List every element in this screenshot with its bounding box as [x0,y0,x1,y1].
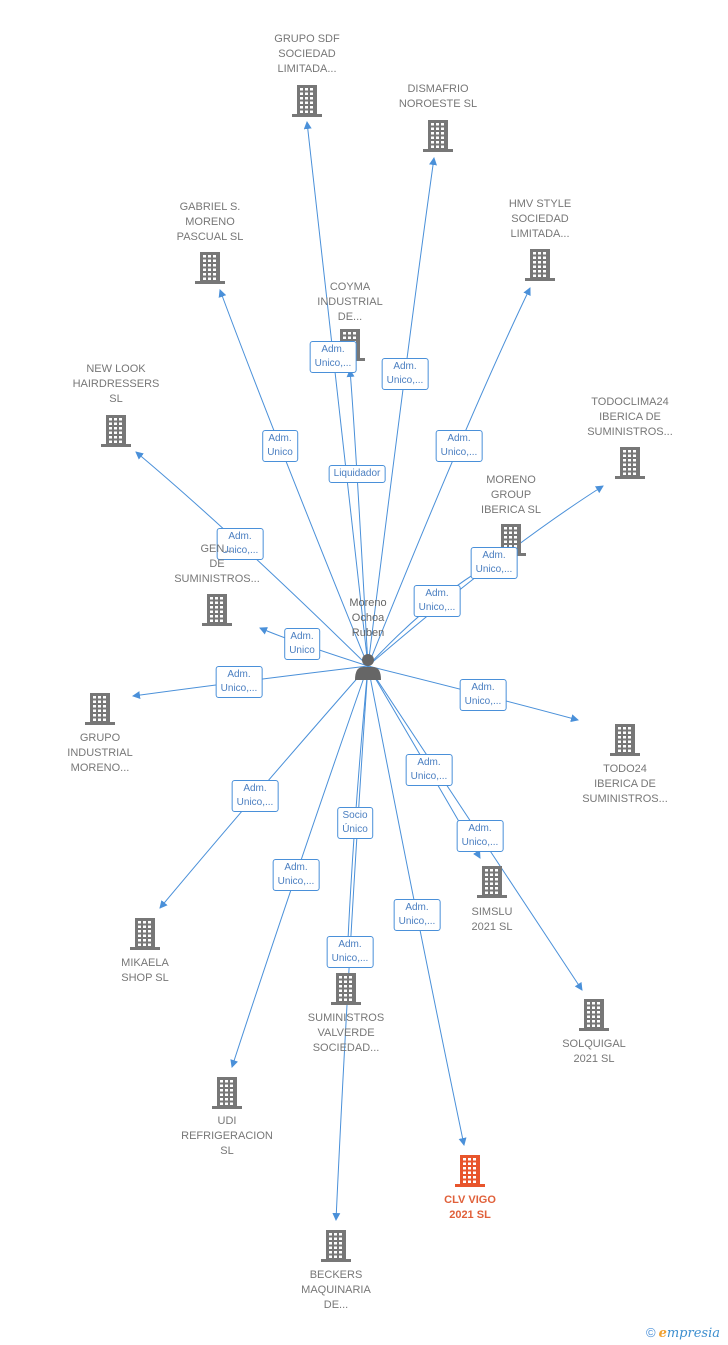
edge-label-dismafrio[interactable]: Adm. Unico,... [381,358,429,390]
company-label-moreno-group[interactable]: MORENO GROUP IBERICA SL [481,474,541,516]
edge-label-udi[interactable]: Adm. Unico,... [272,859,320,891]
company-label-grupo-sdf[interactable]: GRUPO SDF SOCIEDAD LIMITADA... [274,33,340,75]
company-label-gabriel-moreno[interactable]: GABRIEL S. MORENO PASCUAL SL [176,201,244,243]
company-label-mikaela[interactable]: MIKAELA SHOP SL [121,957,169,984]
building-icon[interactable] [477,866,507,898]
building-icon[interactable] [212,1077,242,1109]
company-label-todoclima24[interactable]: TODOCLIMA24 IBERICA DE SUMINISTROS... [587,396,673,438]
company-label-suministros-valverde[interactable]: SUMINISTROS VALVERDE SOCIEDAD... [307,1012,385,1054]
edge-label-mikaela[interactable]: Adm. Unico,... [231,780,279,812]
building-icon[interactable] [615,447,645,479]
edge-label-suministros-valverde[interactable]: Socio Único [337,807,373,839]
edge-label-clv-vigo[interactable]: Adm. Unico,... [393,899,441,931]
building-icon[interactable] [331,973,361,1005]
company-label-beckers[interactable]: BECKERS MAQUINARIA DE... [301,1269,371,1311]
edge-label-todoclima24[interactable]: Adm. Unico,... [470,547,518,579]
edge-grupo-sdf [303,121,369,667]
company-label-new-look[interactable]: NEW LOOK HAIRDRESSERS SL [72,363,160,405]
building-icon[interactable] [321,1230,351,1262]
building-icon[interactable] [423,120,453,152]
company-label-coyma[interactable]: COYMA INDUSTRIAL DE... [317,281,383,323]
empresia-logo: ©empresia [646,1325,720,1341]
edge-label-beckers[interactable]: Adm. Unico,... [326,936,374,968]
brand-initial: e [658,1326,667,1341]
building-icon[interactable] [525,249,555,281]
company-label-clv-vigo[interactable]: CLV VIGO 2021 SL [444,1194,496,1221]
edge-label-hmv-style[interactable]: Adm. Unico,... [435,430,483,462]
company-label-hmv-style[interactable]: HMV STYLE SOCIEDAD LIMITADA... [508,198,572,240]
brand-name: mpresia [666,1326,720,1341]
building-icon[interactable] [610,724,640,756]
edge-label-gabriel-moreno[interactable]: Adm. Unico [262,430,298,462]
edge-label-grupo-sdf[interactable]: Adm. Unico,... [309,341,357,373]
edge-label-new-look[interactable]: Adm. Unico,... [216,528,264,560]
company-label-todo24[interactable]: TODO24 IBERICA DE SUMINISTROS... [582,763,668,805]
building-icon[interactable] [579,999,609,1031]
edge-label-todo24[interactable]: Adm. Unico,... [459,679,507,711]
building-icon[interactable] [101,415,131,447]
company-label-grupo-industrial[interactable]: GRUPO INDUSTRIAL MORENO... [67,732,133,774]
edge-label-grupo-industrial[interactable]: Adm. Unico,... [215,666,263,698]
edge-label-coyma[interactable]: Liquidador [328,465,386,483]
company-label-dismafrio[interactable]: DISMAFRIO NOROESTE SL [398,83,478,110]
building-icon[interactable] [202,594,232,626]
company-label-udi[interactable]: UDI REFRIGERACION SL [181,1115,273,1157]
building-icon[interactable] [292,85,322,117]
building-icon[interactable] [130,918,160,950]
edge-label-general-suministros[interactable]: Adm. Unico [284,628,320,660]
building-icon[interactable] [195,252,225,284]
company-label-solquigal[interactable]: SOLQUIGAL 2021 SL [562,1038,626,1065]
person-icon[interactable] [355,654,381,680]
edge-label-simslu[interactable]: Adm. Unico,... [405,754,453,786]
copyright-symbol: © [645,1325,656,1340]
building-icon[interactable] [455,1155,485,1187]
company-label-simslu[interactable]: SIMSLU 2021 SL [471,906,513,933]
person-name[interactable]: Moreno Ochoa Ruben [349,597,387,639]
company-label-general-suministros[interactable]: GEN... DE SUMINISTROS... [174,543,260,585]
building-icon[interactable] [85,693,115,725]
edge-label-solquigal[interactable]: Adm. Unico,... [456,820,504,852]
edge-label-moreno-group[interactable]: Adm. Unico,... [413,585,461,617]
